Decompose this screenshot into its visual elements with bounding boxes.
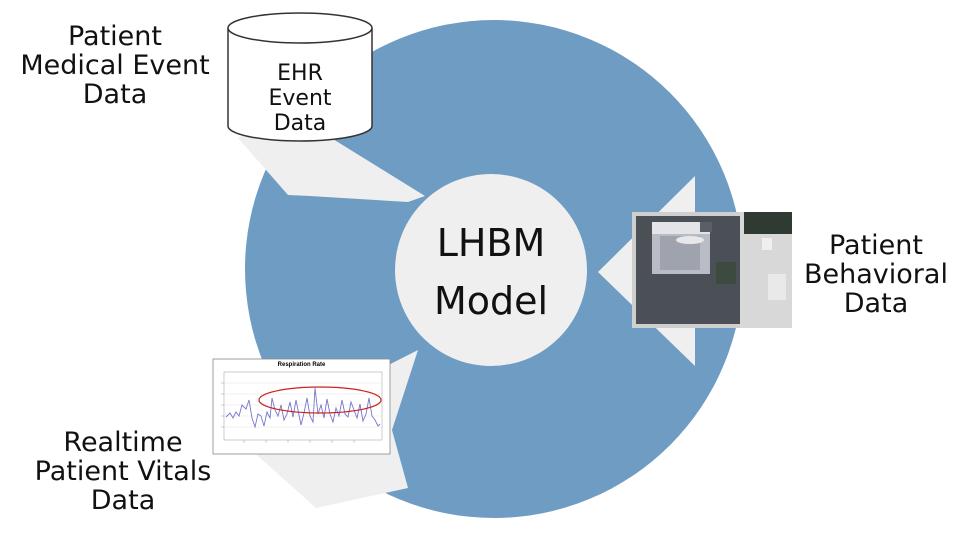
center-model-label: LHBM Model <box>433 221 549 323</box>
ehr-database-label: EHR Event Data <box>268 61 332 136</box>
chart-title: Respiration Rate <box>277 362 326 368</box>
database-icon <box>227 12 373 142</box>
vitals-label: Realtime Patient Vitals Data <box>34 427 212 516</box>
patient-room-image <box>632 212 792 328</box>
center-circle <box>395 174 587 366</box>
highlight-ellipse <box>258 386 382 414</box>
medical-event-arrow <box>238 80 425 202</box>
respiration-chart <box>212 358 391 455</box>
medical-event-label: Patient Medical Event Data <box>20 21 210 110</box>
behavioral-label: Patient Behavioral Data <box>804 230 948 319</box>
